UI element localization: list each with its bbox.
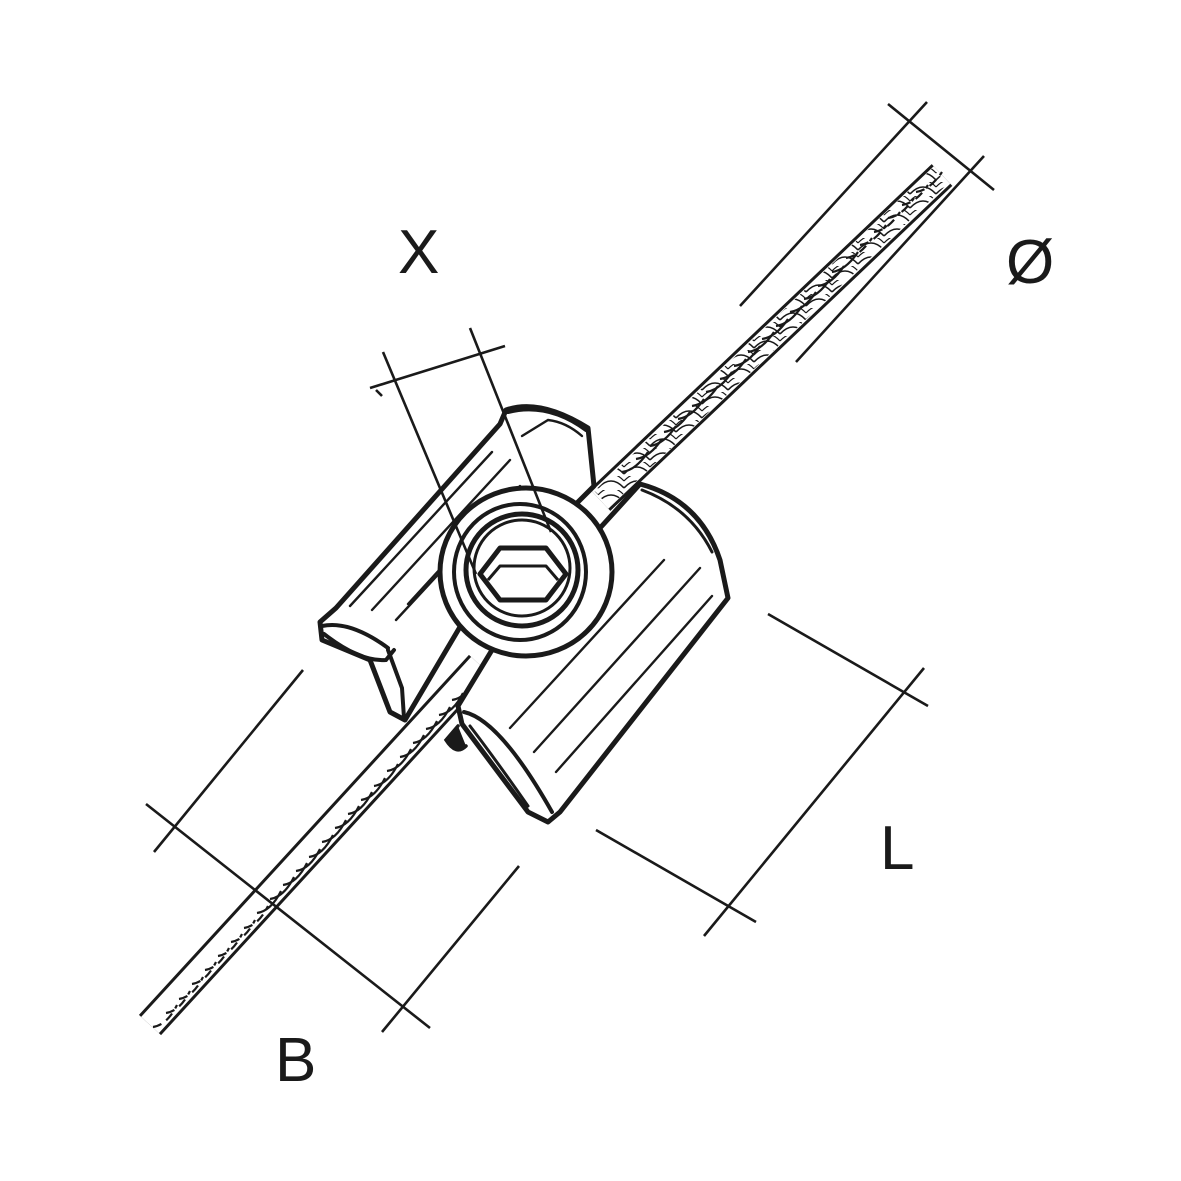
dimension-x — [369, 327, 553, 575]
rope-lower-twist — [256, 677, 477, 915]
dimension-label-width: B — [275, 1026, 317, 1095]
dimension-label-diameter: Ø — [1006, 228, 1055, 297]
clamp-front-details — [443, 488, 714, 814]
hex-socket-icon — [477, 545, 569, 603]
clamp-front-half — [455, 481, 731, 825]
dimension-length — [595, 612, 929, 937]
dimension-label-x: X — [398, 218, 440, 287]
rope-upper-end-dashes — [845, 171, 943, 260]
dimension-label-length: L — [880, 814, 915, 883]
dimension-diameter — [739, 101, 995, 363]
rope-upper-twist — [621, 251, 859, 474]
rope-lower — [138, 654, 492, 1036]
rope-lower-end-dashes — [152, 905, 269, 1029]
dimension-width — [145, 669, 521, 1033]
